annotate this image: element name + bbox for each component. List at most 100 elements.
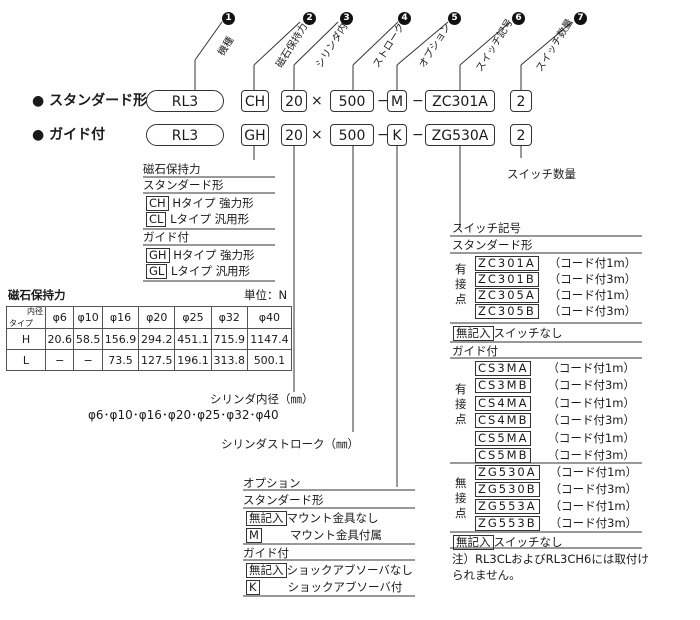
badge-3: 3 (340, 12, 353, 25)
switch-standard-list: ZC301A（コード付1m） ZC301B（コード付3m） ZC305A（コード… (475, 255, 636, 319)
qty-note: スイッチ数量 (507, 167, 576, 181)
code-badge: 無記入 (246, 563, 287, 578)
table-cell: − (73, 349, 103, 371)
switch-guide-contact-list: CS3MA（コード付1m） CS3MB（コード付3m） CS4MA（コード付1m… (475, 360, 635, 464)
badge-5: 5 (448, 12, 461, 25)
code-bore: 20 (281, 124, 307, 146)
force-legend-standard: スタンダード形 (143, 178, 224, 192)
desc-text: （コード付3m） (549, 516, 638, 530)
desc-text: スイッチなし (493, 326, 563, 340)
col-header: φ40 (246, 306, 293, 329)
stroke-note: シリンダストローク（㎜） (221, 437, 359, 451)
dash: − (377, 127, 389, 143)
row-type: L (6, 349, 46, 371)
code-badge: CL (146, 212, 167, 227)
switch-item: ZG553A（コード付1m） (475, 498, 637, 515)
code-badge: ZG530B (475, 482, 540, 497)
type-text: Hタイプ (172, 196, 216, 210)
table-row: L − − 73.5 127.5 196.1 313.8 500.1 (6, 349, 293, 371)
desc-text: 強力形 (220, 248, 255, 262)
contact-label: 有接点 (455, 262, 467, 306)
desc-text: （コード付1m） (549, 465, 638, 479)
code-badge: 無記入 (246, 511, 287, 526)
corner-cell: 内径 タイプ (6, 306, 46, 329)
corner-top: 内径 (27, 307, 43, 316)
desc-text: スイッチなし (493, 535, 563, 549)
corner-bottom: タイプ (9, 319, 33, 328)
switch-item: CS4MB （コード付3m） (475, 412, 635, 429)
option-legend-item: 無記入マウント金具なし (246, 510, 379, 526)
code-badge: CS5MA (475, 430, 532, 446)
code-badge: CS4MB (475, 413, 532, 429)
type-text: Lタイプ (170, 264, 212, 278)
option-legend-guide: ガイド付 (243, 546, 289, 560)
switch-item: ZC305B（コード付3m） (475, 303, 636, 319)
force-table-unit: 単位：N (244, 288, 288, 302)
row-type: H (6, 328, 46, 350)
table-cell: 127.5 (138, 349, 176, 371)
bore-note-title: シリンダ内径（㎜） (210, 392, 314, 406)
code-qty: 2 (510, 90, 532, 112)
bore-note-values: φ6･φ10･φ16･φ20･φ25･φ32･φ40 (88, 408, 279, 422)
code-badge: CS3MA (475, 361, 532, 376)
col-header: φ32 (210, 306, 248, 329)
desc-text: マウント金具なし (286, 511, 379, 525)
switch-note: 注）RL3CLおよびRL3CH6には取付け られません。 (452, 552, 649, 582)
times-sign: × (311, 93, 323, 109)
leader-force-diag (253, 21, 301, 66)
code-badge: ZG530A (475, 465, 540, 480)
badge-4: 4 (398, 12, 411, 25)
option-legend-item: 無記入ショックアブソーバなし (246, 562, 413, 578)
code-switch: ZG530A (425, 124, 495, 146)
contact-label: 有接点 (455, 382, 467, 426)
code-bore: 20 (281, 90, 307, 112)
table-row: H 20.6 58.5 156.9 294.2 451.1 715.9 1147… (6, 328, 293, 350)
desc-text: （コード付1m） (548, 256, 637, 270)
force-legend-item: CL Lタイプ 汎用形 (146, 211, 249, 227)
code-switch: ZC301A (425, 90, 495, 112)
switch-legend-title: スイッチ記号 (452, 221, 521, 235)
code-badge: GH (146, 248, 170, 263)
desc-text: （コード付3m） (547, 413, 635, 428)
code-badge: CS3MB (475, 378, 532, 394)
col-header: φ16 (101, 306, 140, 329)
table-cell: 715.9 (210, 328, 248, 350)
force-legend-guide: ガイド付 (143, 230, 189, 244)
code-badge: ZC301B (475, 272, 539, 287)
switch-item: ZC301B（コード付3m） (475, 271, 636, 287)
desc-text: 汎用形 (214, 212, 250, 226)
desc-text: （コード付3m） (547, 378, 635, 393)
leader-stroke-diag (352, 21, 399, 66)
leader-switch-diag (459, 21, 511, 66)
leader-model-diag (194, 21, 223, 61)
leader-qty-diag (520, 21, 573, 66)
badge-2: 2 (303, 12, 316, 25)
switch-item: ZG530A （コード付1m） (475, 464, 637, 481)
row-label-standard: ● スタンダード形 (32, 93, 148, 109)
table-cell: 313.8 (210, 349, 248, 371)
col-header: φ6 (44, 306, 75, 329)
code-model: RL3 (146, 90, 224, 112)
switch-item: CS3MB （コード付3m） (475, 377, 635, 394)
code-badge: ZC305B (475, 304, 539, 319)
switch-item: CS4MA（コード付1m） (475, 395, 635, 412)
force-legend-item: GH Hタイプ 強力形 (146, 247, 255, 263)
leader-option-diag (396, 21, 449, 66)
switch-legend-standard: スタンダード形 (452, 238, 533, 252)
table-cell: 156.9 (101, 328, 140, 350)
switch-none-row: 無記入スイッチなし (453, 534, 563, 550)
dash: − (412, 93, 424, 109)
col-header: φ10 (73, 306, 103, 329)
table-cell: 73.5 (101, 349, 140, 371)
code-qty: 2 (510, 124, 532, 146)
desc-text: 強力形 (219, 196, 254, 210)
code-badge: M (246, 528, 262, 543)
code-badge: 無記入 (453, 535, 494, 550)
switch-item: CS5MA（コード付1m） (475, 430, 635, 447)
table-cell: 196.1 (174, 349, 212, 371)
table-cell: 451.1 (174, 328, 212, 350)
code-stroke: 500 (330, 124, 374, 146)
code-badge: CS4MA (475, 395, 532, 411)
force-legend-item: GL Lタイプ 汎用形 (146, 263, 250, 279)
switch-legend-guide: ガイド付 (452, 344, 498, 358)
